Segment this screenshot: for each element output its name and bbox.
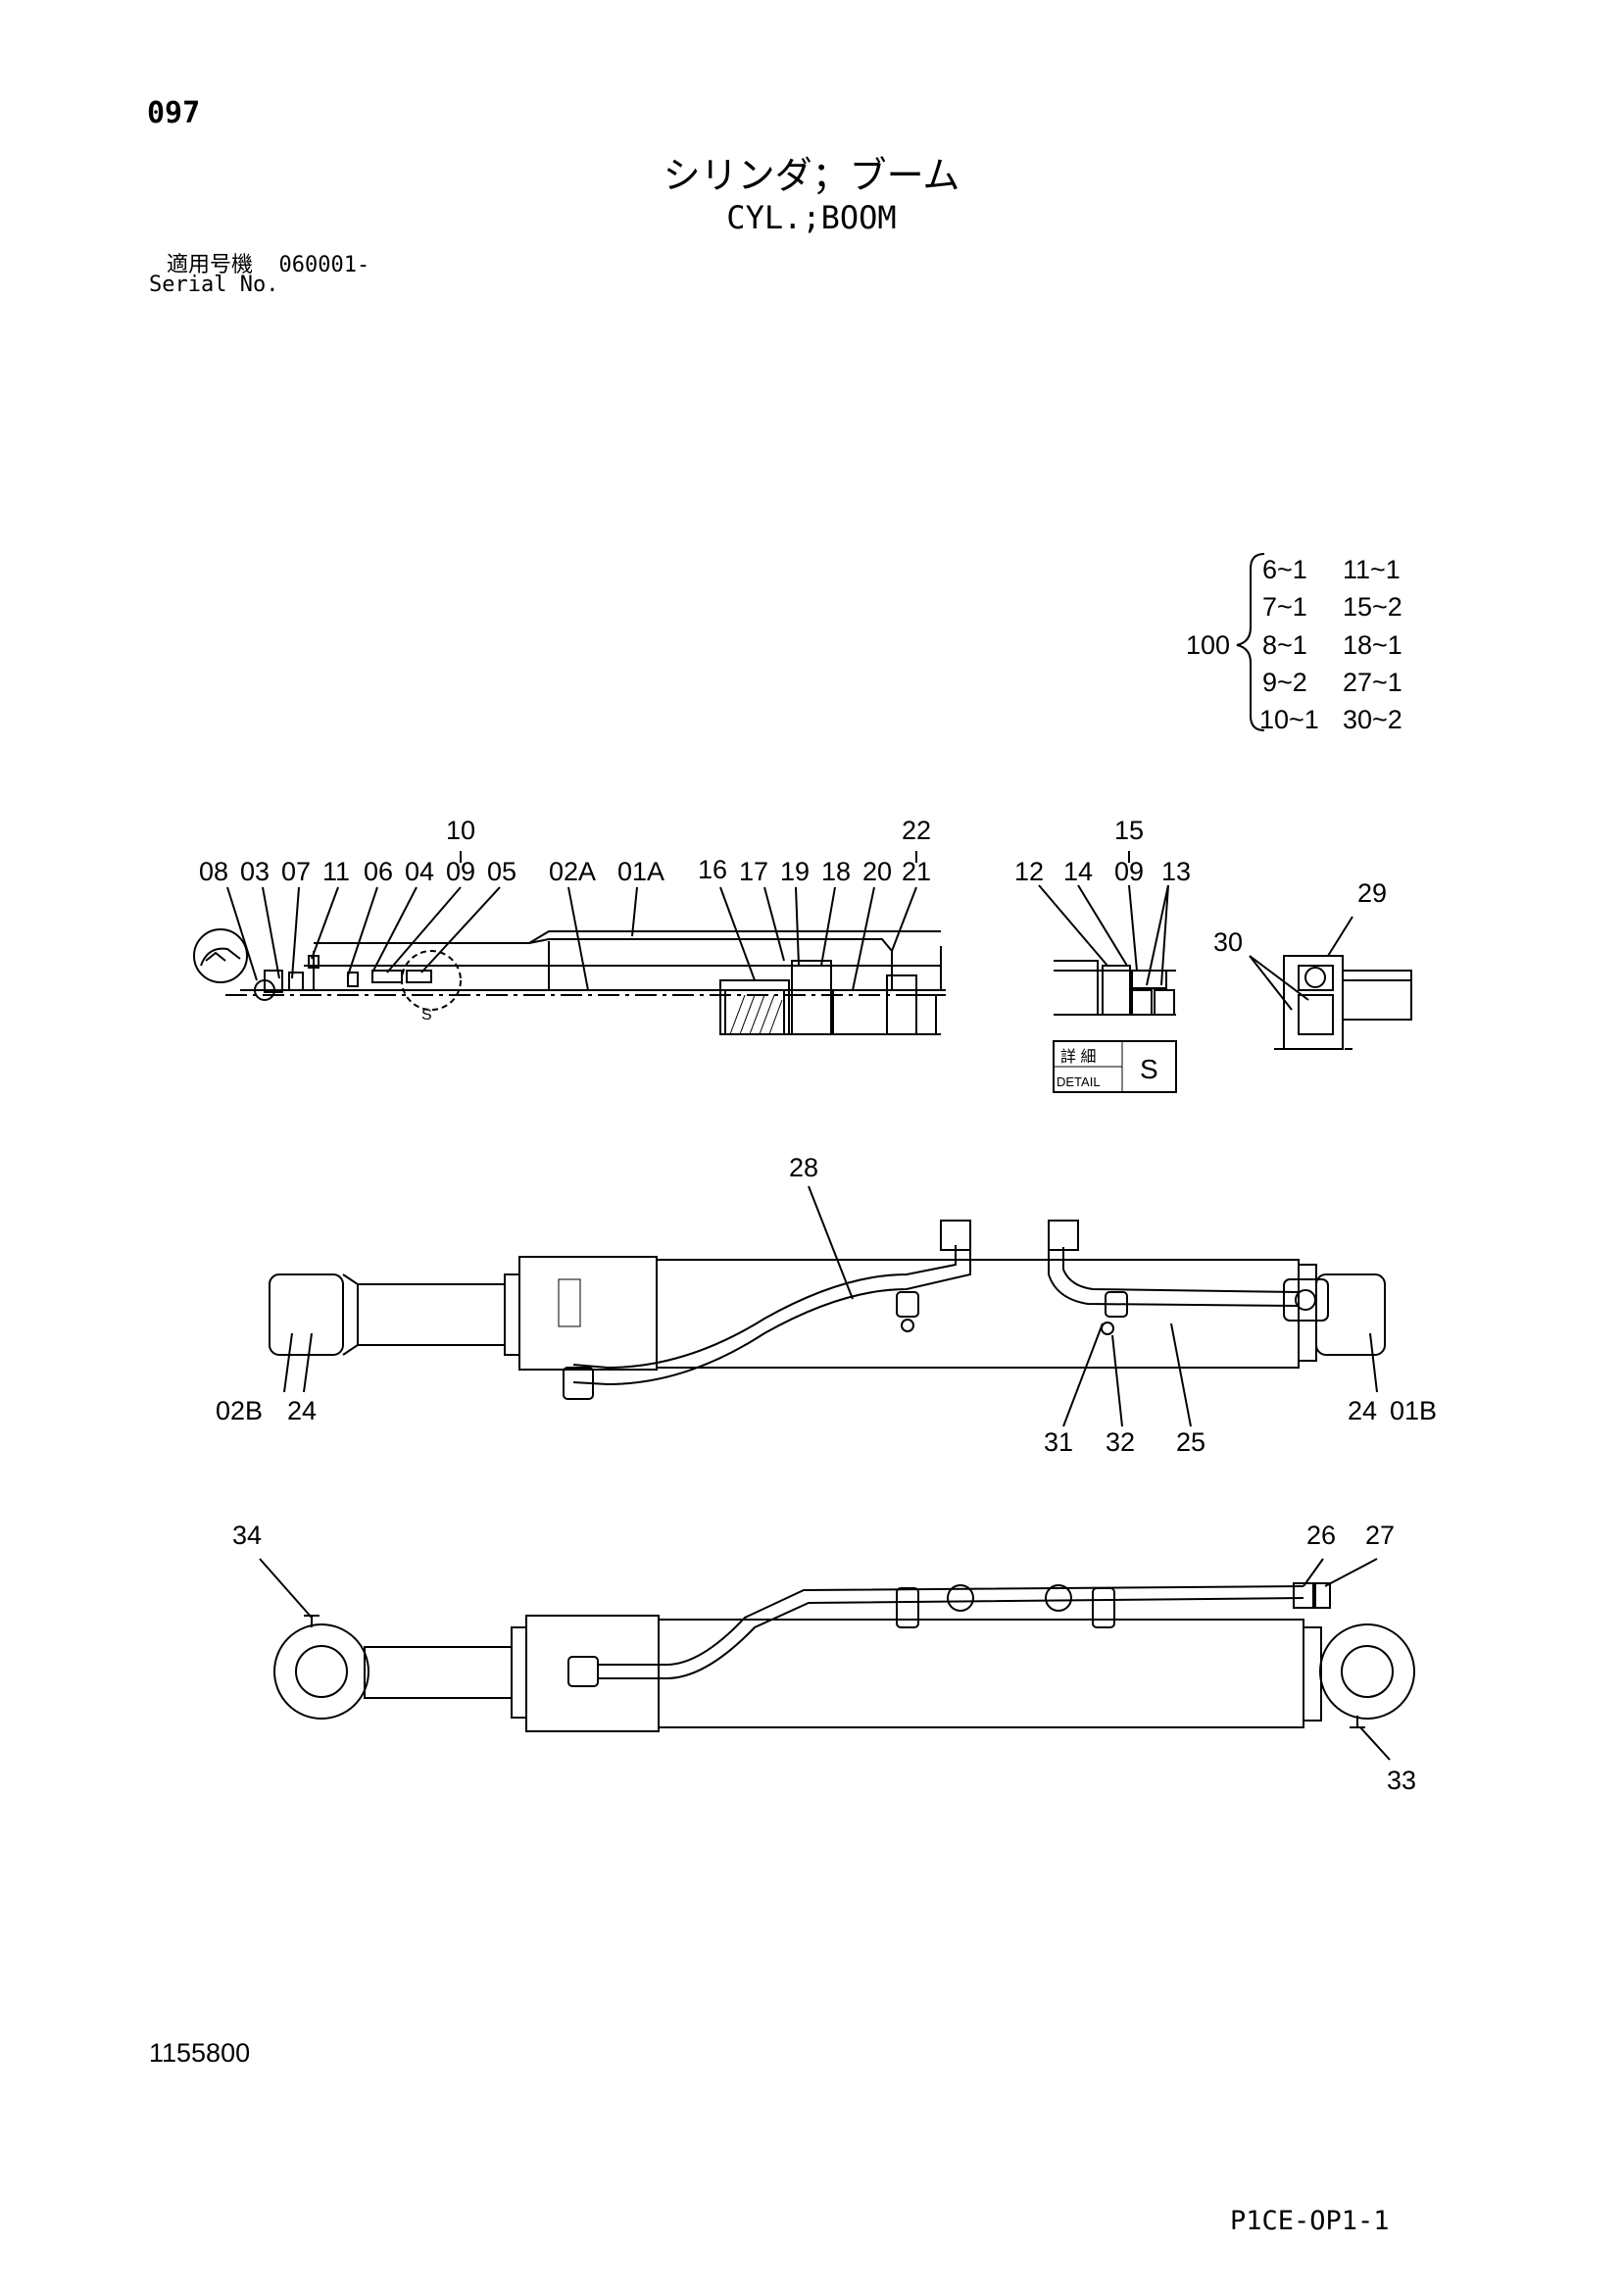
cylinder-side-view <box>269 1185 1386 1427</box>
part-label: 01B <box>1390 1396 1437 1425</box>
part-label: 32 <box>1106 1427 1135 1457</box>
part-label: 02A <box>549 857 596 886</box>
kit-row-a: 10~1 <box>1259 705 1319 734</box>
detail-box-en: DETAIL <box>1057 1074 1101 1089</box>
serial-label-english: Serial No. <box>149 273 279 297</box>
part-label: 06 <box>364 857 393 886</box>
part-label: 10 <box>446 816 475 845</box>
part-label: 29 <box>1357 878 1387 908</box>
part-label: 13 <box>1161 857 1191 886</box>
part-label: 12 <box>1014 857 1044 886</box>
detail-box-letter: S <box>1140 1054 1158 1084</box>
kit-row-a: 6~1 <box>1262 555 1307 584</box>
part-label: 21 <box>902 857 931 886</box>
part-label: 09 <box>446 857 475 886</box>
detail-s-labels: 15 12 14 09 13 詳 細 DETAIL S <box>1014 816 1191 1089</box>
kit-row-b: 15~2 <box>1343 592 1402 622</box>
part-label: 14 <box>1063 857 1093 886</box>
part-label: 26 <box>1306 1521 1336 1550</box>
part-label: 18 <box>821 857 851 886</box>
part-label: 27 <box>1365 1521 1395 1550</box>
kit-row-b: 11~1 <box>1343 555 1401 584</box>
kit-brace <box>1236 553 1265 731</box>
part-label: 16 <box>698 855 727 884</box>
kit-number: 100 <box>1186 630 1230 660</box>
kit-row: 7~1 15~2 <box>1262 592 1402 622</box>
kit-row-b: 27~1 <box>1343 668 1402 697</box>
part-label: 15 <box>1114 816 1144 845</box>
part-label: 24 <box>287 1396 317 1425</box>
serial-value: 060001- <box>278 253 370 277</box>
part-label: 25 <box>1176 1427 1205 1457</box>
part-label: 30 <box>1213 927 1243 957</box>
part-label: 01A <box>617 857 664 886</box>
part-label: 22 <box>902 816 931 845</box>
part-label: 33 <box>1387 1766 1416 1795</box>
cylinder-top-view <box>259 1558 1415 1761</box>
document-number: 1155800 <box>149 2038 251 2068</box>
part-label: 17 <box>739 857 768 886</box>
part-label: 08 <box>199 857 228 886</box>
detail-box-jp: 詳 細 <box>1060 1048 1096 1066</box>
part-label: 02B <box>216 1396 263 1425</box>
serial-label-japanese: 適用号機 060001- <box>167 247 369 278</box>
kit-row-a: 9~2 <box>1262 668 1307 697</box>
part-label: 20 <box>862 857 892 886</box>
side-detail-labels: 29 30 <box>1213 878 1387 957</box>
part-label: 11 <box>322 857 350 886</box>
kit-row: 6~1 11~1 <box>1262 555 1401 584</box>
page-number: 097 <box>147 96 201 130</box>
kit-row-a: 8~1 <box>1262 630 1307 660</box>
part-label: 03 <box>240 857 270 886</box>
part-label: 04 <box>405 857 434 886</box>
detail-mark: S <box>421 1007 432 1023</box>
part-label: 24 <box>1348 1396 1377 1425</box>
part-label: 09 <box>1114 857 1144 886</box>
part-label: 07 <box>281 857 311 886</box>
kit-row-b: 18~1 <box>1343 630 1402 660</box>
serial-label-jp: 適用号機 <box>167 253 254 277</box>
kit-row: 10~1 30~2 <box>1259 705 1402 734</box>
kit-row: 8~1 18~1 <box>1262 630 1402 660</box>
title-english: CYL.;BOOM <box>726 199 897 236</box>
kit-row: 9~2 27~1 <box>1262 668 1402 697</box>
part-label: 19 <box>780 857 810 886</box>
part-label: 31 <box>1044 1427 1073 1457</box>
kit-row-a: 7~1 <box>1262 592 1307 622</box>
side-view-labels: 28 02B 24 31 32 25 24 01B <box>216 1153 1437 1457</box>
page-code: P1CE-OP1-1 <box>1230 2206 1390 2236</box>
side-detail-view <box>1249 916 1412 1050</box>
part-label: 05 <box>487 857 516 886</box>
part-label: 28 <box>789 1153 818 1182</box>
section-view <box>193 851 946 1035</box>
detail-s-view <box>1038 851 1177 1093</box>
title-japanese: シリンダ；ブーム <box>663 154 960 197</box>
kit-table: 100 6~1 11~1 7~1 15~2 8~1 18~1 9~2 27~1 … <box>1186 555 1402 734</box>
part-label: 34 <box>232 1521 262 1550</box>
kit-row-b: 30~2 <box>1343 705 1402 734</box>
section-labels: 10 22 08 03 07 11 06 04 09 05 02A 01A 16… <box>199 816 931 1023</box>
top-view-labels: 34 26 27 33 <box>232 1521 1416 1795</box>
